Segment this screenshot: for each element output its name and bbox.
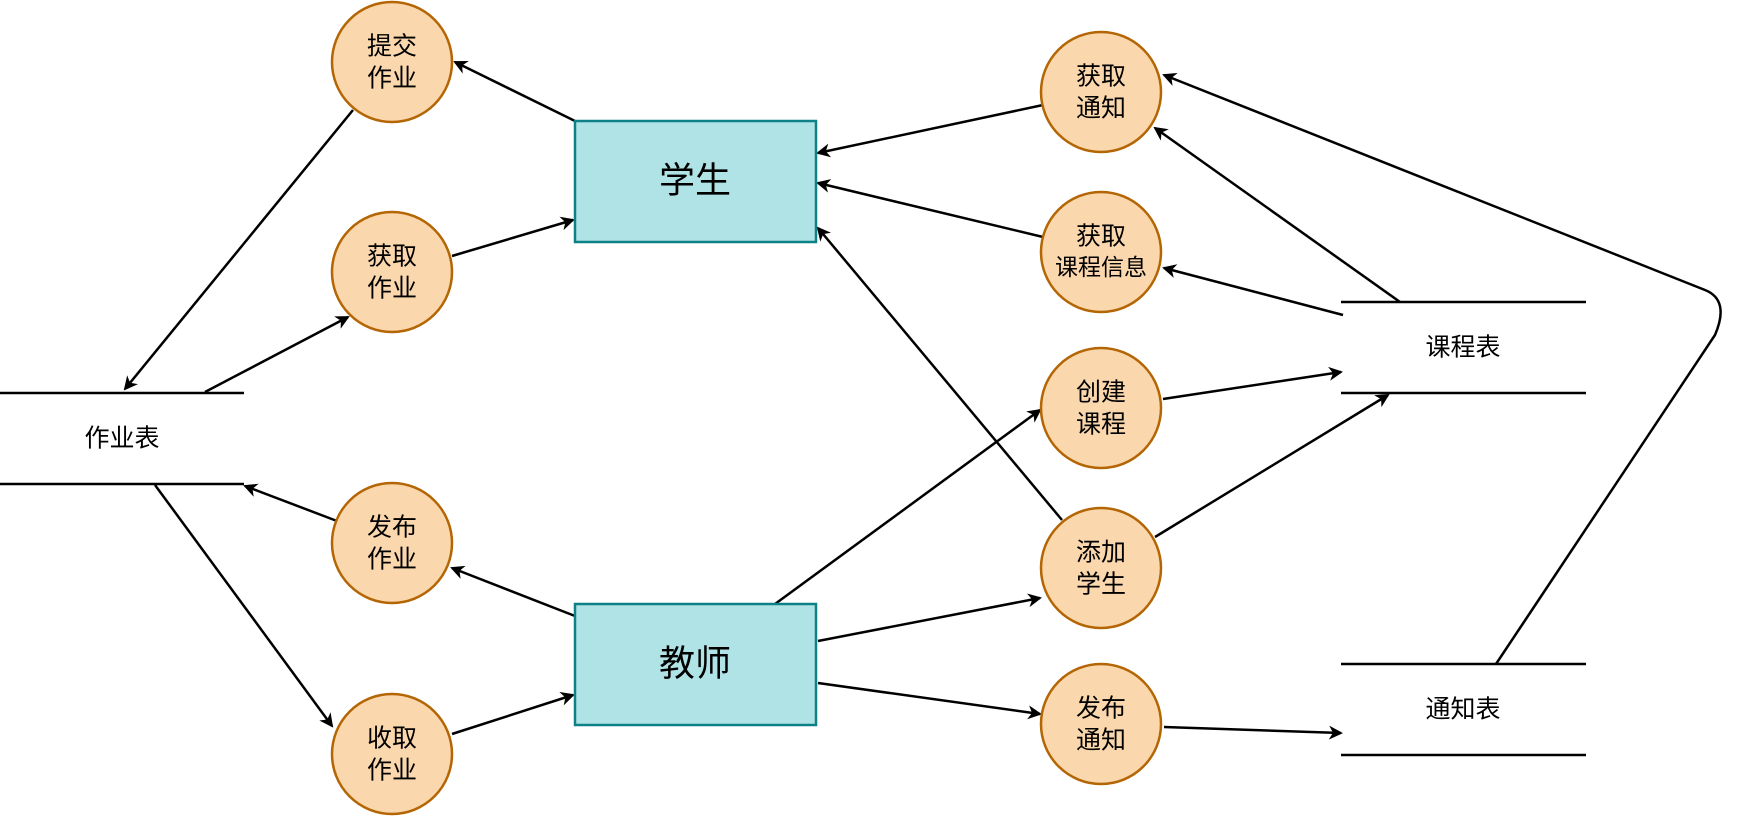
get-homework-line-1: 获取 — [367, 242, 417, 271]
flow-course-table-to-get-course-info — [1162, 264, 1344, 317]
get-homework-line-2: 作业 — [367, 274, 417, 303]
flow-homework-table-to-get-homework — [204, 315, 350, 394]
process-submit-homework: 提交 作业 — [330, 0, 454, 124]
get-course-info-line-2: 课程信息 — [1055, 255, 1147, 281]
process-publish-homework: 发布 作业 — [330, 481, 454, 605]
notice-table-label: 通知表 — [1425, 695, 1500, 724]
process-publish-notice: 发布 通知 — [1039, 662, 1163, 786]
flows — [123, 60, 1722, 740]
flow-teacher-to-add-student — [817, 593, 1042, 643]
flow-submit-homework-to-homework-table — [123, 109, 354, 391]
teacher-entity: 教师 — [573, 602, 818, 727]
homework-table-store: 作业表 — [0, 391, 244, 486]
flow-teacher-to-publish-homework — [450, 565, 576, 618]
get-notice-line-1: 获取 — [1076, 62, 1126, 91]
get-homework-circle — [330, 210, 454, 334]
create-course-circle — [1039, 346, 1163, 470]
flow-get-homework-to-student — [451, 216, 575, 258]
flow-add-student-to-student — [816, 226, 1063, 521]
get-course-info-line-1: 获取 — [1076, 222, 1126, 251]
publish-homework-line-2: 作业 — [367, 545, 417, 574]
publish-homework-line-1: 发布 — [367, 513, 417, 542]
student-box — [573, 119, 818, 244]
student-label: 学生 — [659, 161, 731, 202]
submit-homework-line-2: 作业 — [367, 64, 417, 93]
create-course-line-1: 创建 — [1076, 378, 1126, 407]
process-get-homework: 获取 作业 — [330, 210, 454, 334]
flow-homework-table-to-collect-homework — [153, 484, 334, 728]
course-table-label: 课程表 — [1425, 333, 1500, 362]
teacher-box — [573, 602, 818, 727]
teacher-label: 教师 — [659, 644, 731, 685]
flow-get-notice-to-student — [816, 103, 1044, 158]
flow-publish-notice-to-notice-table — [1163, 725, 1343, 740]
submit-homework-circle — [330, 0, 454, 124]
publish-notice-line-1: 发布 — [1076, 694, 1126, 723]
flow-course-table-to-get-notice — [1153, 126, 1401, 304]
add-student-line-2: 学生 — [1076, 570, 1126, 599]
flow-notice-table-to-get-notice — [1162, 72, 1722, 665]
get-course-info-circle — [1039, 190, 1163, 314]
add-student-line-1: 添加 — [1076, 538, 1126, 567]
flow-teacher-to-create-course — [774, 408, 1042, 606]
process-add-student: 添加 学生 — [1039, 506, 1163, 630]
process-create-course: 创建 课程 — [1039, 346, 1163, 470]
flow-collect-homework-to-teacher — [451, 692, 575, 736]
publish-homework-circle — [330, 481, 454, 605]
flow-create-course-to-course-table — [1162, 366, 1343, 401]
add-student-circle — [1039, 506, 1163, 630]
create-course-line-2: 课程 — [1076, 410, 1126, 439]
flow-get-course-info-to-student — [816, 178, 1044, 239]
flow-publish-homework-to-homework-table — [243, 483, 338, 523]
collect-homework-line-1: 收取 — [367, 724, 417, 753]
collect-homework-line-2: 作业 — [367, 756, 417, 785]
flow-student-to-submit-homework — [453, 60, 576, 123]
student-entity: 学生 — [573, 119, 818, 244]
flow-add-student-to-course-table — [1154, 393, 1390, 539]
collect-homework-circle — [330, 692, 454, 816]
get-notice-line-2: 通知 — [1076, 94, 1126, 123]
process-get-course-info: 获取 课程信息 — [1039, 190, 1163, 314]
flow-teacher-to-publish-notice — [817, 681, 1042, 720]
process-get-notice: 获取 通知 — [1039, 30, 1163, 154]
publish-notice-circle — [1039, 662, 1163, 786]
process-collect-homework: 收取 作业 — [330, 692, 454, 816]
course-table-store: 课程表 — [1341, 300, 1586, 395]
notice-table-store: 通知表 — [1341, 662, 1586, 757]
publish-notice-line-2: 通知 — [1076, 726, 1126, 755]
homework-table-label: 作业表 — [84, 424, 159, 453]
get-notice-circle — [1039, 30, 1163, 154]
submit-homework-line-1: 提交 — [367, 32, 417, 61]
